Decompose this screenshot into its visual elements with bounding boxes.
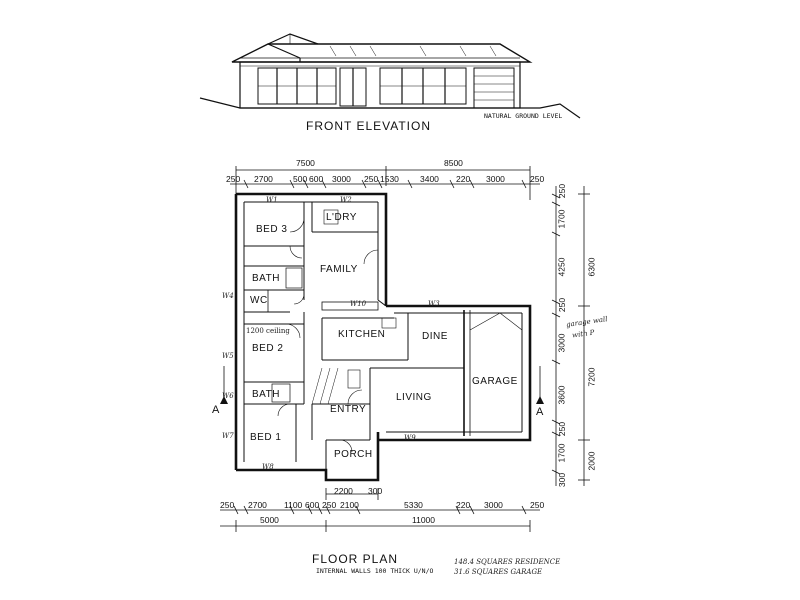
dim-right-seg: 3000 xyxy=(556,333,567,353)
dim-top-seg: 1530 xyxy=(380,174,399,184)
dim-top-seg: 600 xyxy=(309,174,324,184)
dim-bottom-seg: 2100 xyxy=(340,500,359,510)
room-laundry: L'DRY xyxy=(326,212,357,223)
dim-bottom-seg: 250 xyxy=(322,500,337,510)
room-bed-3: BED 3 xyxy=(256,224,288,235)
residence-area-note: 148.4 SQUARES RESIDENCE xyxy=(454,558,561,566)
dim-right-seg: 4250 xyxy=(556,257,567,277)
window-tag: W1 xyxy=(266,196,278,204)
dim-top-seg: 250 xyxy=(226,174,241,184)
dim-top-seg: 220 xyxy=(456,174,471,184)
dim-right-seg: 250 xyxy=(557,421,568,437)
room-living: LIVING xyxy=(396,392,432,403)
room-family: FAMILY xyxy=(320,264,358,275)
window-tag: W3 xyxy=(428,300,440,308)
window-tag: W5 xyxy=(222,352,234,360)
dim-top-overall-right: 8500 xyxy=(444,158,463,168)
dim-top-seg: 250 xyxy=(530,174,545,184)
dim-porch-offset: 300 xyxy=(368,486,383,496)
window-tag: W6 xyxy=(222,392,234,400)
dim-bottom-seg: 1100 xyxy=(284,500,303,510)
ground-level-note: NATURAL GROUND LEVEL xyxy=(484,112,563,120)
dim-top-seg: 500 xyxy=(293,174,308,184)
room-bed-2: BED 2 xyxy=(252,343,284,354)
dim-right-seg: 300 xyxy=(557,472,568,488)
room-entry: ENTRY xyxy=(330,404,367,415)
dim-bottom-overall-left: 5000 xyxy=(260,515,279,525)
dim-top-seg: 3400 xyxy=(420,174,439,184)
dim-right-seg: 250 xyxy=(557,297,568,313)
dim-right-overall: 7200 xyxy=(586,367,597,387)
dim-bottom-overall-right: 11000 xyxy=(412,515,436,525)
dim-bottom-seg: 250 xyxy=(530,500,545,510)
room-garage: GARAGE xyxy=(472,376,518,387)
floor-plan-title: FLOOR PLAN xyxy=(312,552,399,566)
dimension-lines xyxy=(220,166,590,532)
dim-bottom-seg: 220 xyxy=(456,500,471,510)
dim-porch-width: 2200 xyxy=(334,486,353,496)
dim-bottom-seg: 250 xyxy=(220,500,235,510)
internal-walls-note: INTERNAL WALLS 100 THICK U/N/O xyxy=(316,567,434,575)
dim-bottom-seg: 5330 xyxy=(404,500,423,510)
floor-plan-drawing xyxy=(220,192,544,482)
dim-right-overall: 6300 xyxy=(586,257,597,277)
dim-right-seg: 1700 xyxy=(556,209,567,229)
garage-area-note: 31.6 SQUARES GARAGE xyxy=(454,568,543,576)
dim-top-seg: 3000 xyxy=(332,174,351,184)
window-tag: W2 xyxy=(340,196,352,204)
section-marker-left: A xyxy=(212,404,220,416)
room-porch: PORCH xyxy=(334,449,373,460)
section-marker-right: A xyxy=(536,406,544,418)
dim-right-overall: 2000 xyxy=(586,451,597,471)
dim-right-seg: 3600 xyxy=(556,385,567,405)
window-tag: W7 xyxy=(222,432,234,440)
window-tag: W9 xyxy=(404,434,416,442)
front-elevation-drawing xyxy=(199,33,581,119)
dim-top-seg: 3000 xyxy=(486,174,505,184)
dim-bottom-seg: 600 xyxy=(305,500,320,510)
dim-bottom-seg: 3000 xyxy=(484,500,503,510)
dim-top-overall-left: 7500 xyxy=(296,158,315,168)
window-tag: W10 xyxy=(350,300,367,308)
dim-bottom-seg: 2700 xyxy=(248,500,267,510)
front-elevation-title: FRONT ELEVATION xyxy=(306,119,432,133)
ceiling-note: 1200 ceiling xyxy=(246,327,290,335)
dim-top-seg: 250 xyxy=(364,174,379,184)
room-wc: WC xyxy=(250,295,268,306)
room-bed-1: BED 1 xyxy=(250,432,282,443)
room-bath-top: BATH xyxy=(252,273,280,284)
window-tag: W8 xyxy=(262,463,274,471)
dim-right-seg: 1700 xyxy=(556,443,567,463)
room-kitchen: KITCHEN xyxy=(338,329,386,340)
dim-top-seg: 2700 xyxy=(254,174,273,184)
dim-right-seg: 250 xyxy=(557,183,568,199)
window-tag: W4 xyxy=(222,292,234,300)
room-dine: DINE xyxy=(422,331,448,342)
room-bath-bottom: BATH xyxy=(252,389,280,400)
